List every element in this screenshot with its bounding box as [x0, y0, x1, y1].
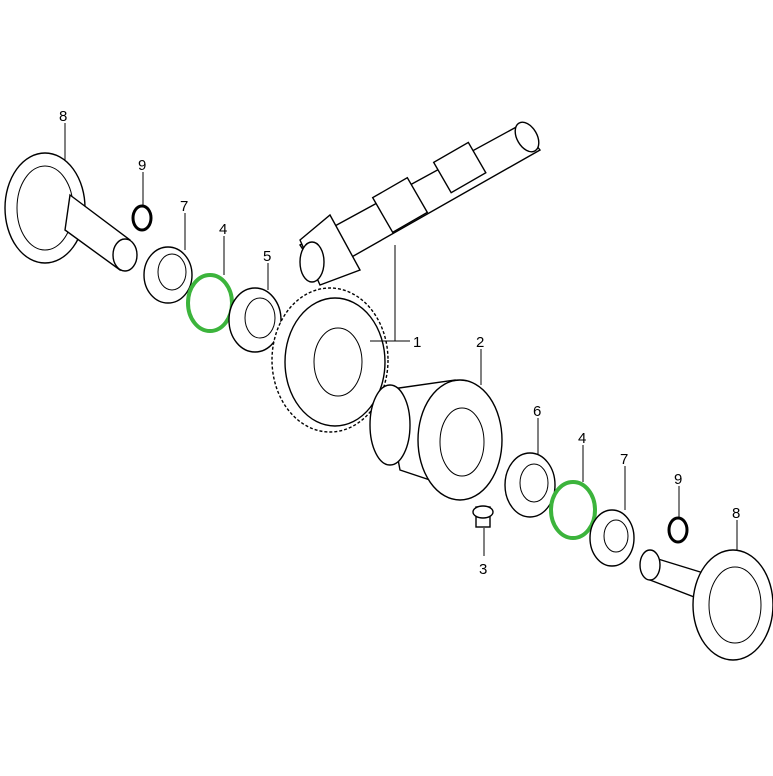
circlip-left[interactable] [131, 204, 153, 232]
differential-housing[interactable] [369, 379, 503, 501]
callout-8-left: 8 [59, 108, 67, 125]
callout-4-left: 4 [219, 221, 227, 238]
shim-left[interactable] [186, 273, 234, 333]
callout-2: 2 [476, 334, 484, 351]
ring-gear[interactable] [271, 287, 389, 433]
callout-6: 6 [533, 403, 541, 420]
bearing-right[interactable] [504, 452, 556, 518]
callout-9-right: 9 [674, 471, 682, 488]
callout-7-right: 7 [620, 451, 628, 468]
callout-7-left: 7 [180, 198, 188, 215]
leader-lines [64, 123, 738, 556]
shim-right[interactable] [549, 480, 597, 540]
pinion-shaft[interactable] [298, 118, 544, 286]
callout-4-right: 4 [578, 430, 586, 447]
seal-left[interactable] [143, 246, 193, 304]
flange-right[interactable] [639, 549, 773, 661]
flange-left[interactable] [4, 152, 138, 272]
callout-9-left: 9 [138, 157, 146, 174]
bolt[interactable] [472, 505, 494, 528]
circlip-right[interactable] [667, 516, 689, 544]
callout-5: 5 [263, 248, 271, 265]
callout-3: 3 [479, 561, 487, 578]
callout-8-right: 8 [732, 505, 740, 522]
callout-1: 1 [413, 334, 421, 351]
seal-right[interactable] [589, 509, 635, 567]
